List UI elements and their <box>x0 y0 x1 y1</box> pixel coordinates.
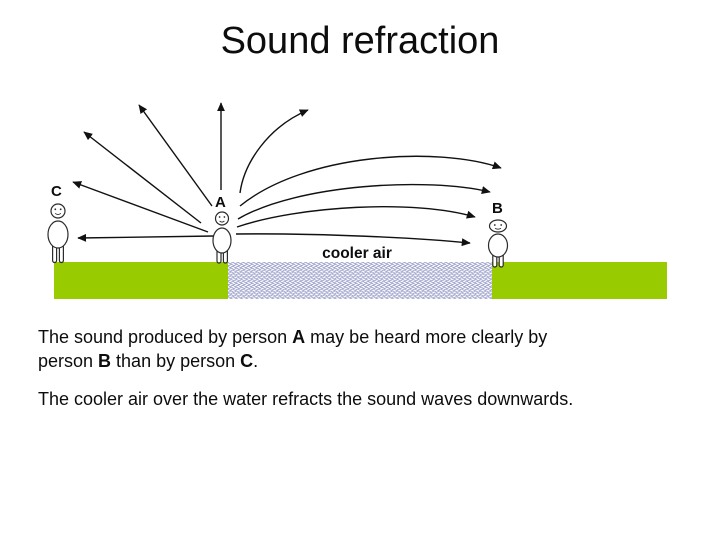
wave-arrow-refracted-3 <box>236 206 476 228</box>
wave-arrow-upleft-shallow <box>72 181 209 233</box>
person-b: B <box>487 200 509 268</box>
person-a-label: A <box>215 194 226 211</box>
body-paragraph-1: The sound produced by person A may be he… <box>38 325 678 373</box>
wave-arrow-refracted-1 <box>239 155 502 207</box>
p1-text: The sound produced by person <box>38 327 293 347</box>
sound-wave-arrows <box>72 102 502 247</box>
person-c-body <box>47 220 69 249</box>
cooler-air-label: cooler air <box>322 245 392 262</box>
p1-text: person <box>38 351 99 371</box>
wave-arrow-left <box>77 233 215 242</box>
wave-arrow-refracted-4 <box>235 233 471 247</box>
wave-arrow-upleft-mid <box>83 131 202 224</box>
wave-arrow-upright <box>239 109 309 194</box>
p1-text: may be heard more clearly by <box>305 327 548 347</box>
person-c-head <box>50 203 66 219</box>
slide-title: Sound refraction <box>220 20 500 62</box>
person-a-head <box>214 211 230 226</box>
person-a-body <box>212 227 232 254</box>
person-a: A <box>212 194 232 264</box>
person-b-label: B <box>492 200 503 217</box>
ground-left-green <box>54 262 228 299</box>
body-paragraph-2: The cooler air over the water refracts t… <box>38 389 574 409</box>
p1-person-c-ref: C <box>240 351 254 371</box>
p1-text: than by person <box>111 351 241 371</box>
p1-person-b-ref: B <box>98 351 112 371</box>
person-b-head <box>488 219 508 233</box>
water-region <box>228 262 492 299</box>
p1-person-a-ref: A <box>292 327 306 347</box>
wave-arrow-refracted-2 <box>237 183 491 220</box>
p1-text: . <box>253 351 259 371</box>
wave-arrow-upleft-steep <box>138 104 213 207</box>
body-text: The sound produced by person A may be he… <box>38 325 678 411</box>
person-b-body <box>487 233 509 258</box>
ground-right-green <box>492 262 667 299</box>
person-c: C <box>47 183 69 264</box>
person-c-label: C <box>51 183 62 200</box>
